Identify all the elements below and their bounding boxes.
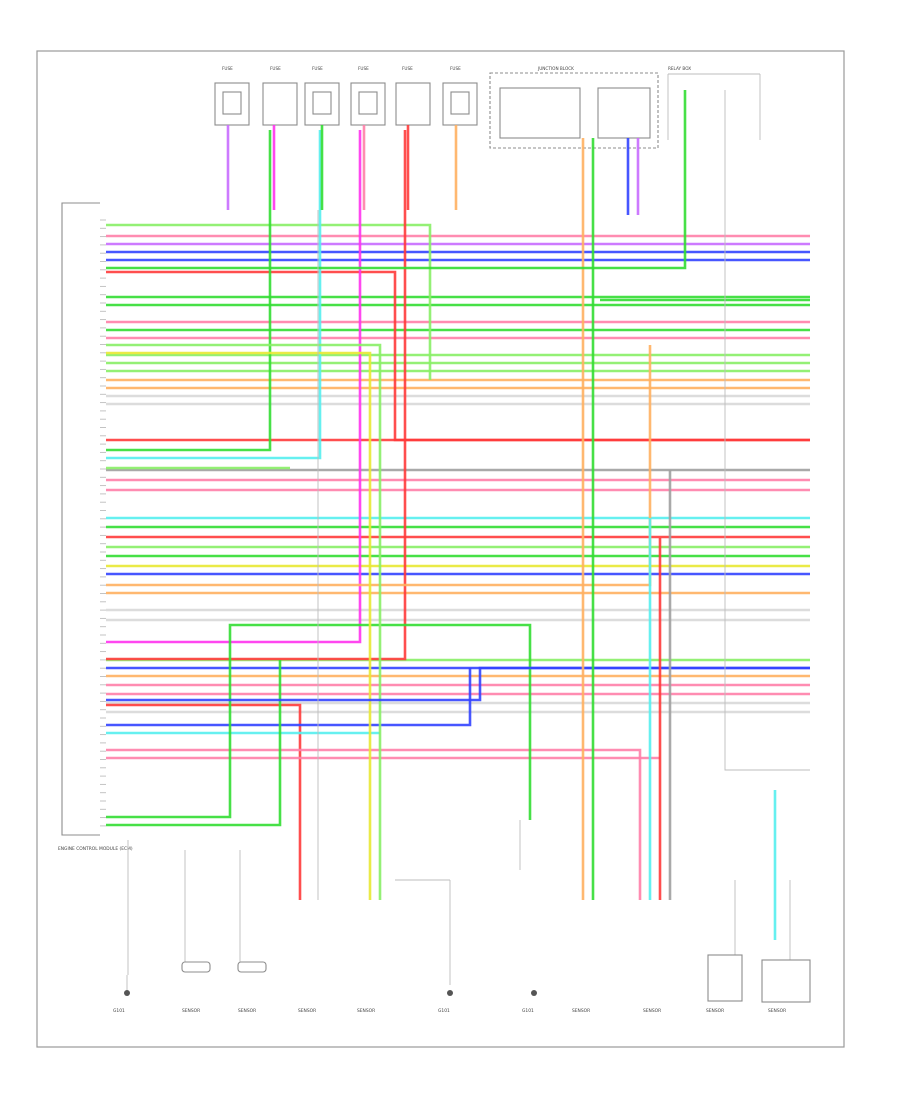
bottom-label-7: G101: [522, 1008, 534, 1014]
bottom-label-4: SENSOR: [298, 1008, 316, 1014]
ground-icon: [447, 990, 453, 996]
wire-lb-top: [106, 130, 322, 460]
sensor-1: SENSOR: [181, 961, 211, 1014]
thin-7: [724, 90, 810, 771]
ground-icon: [124, 990, 130, 996]
wire-blue-3: [106, 666, 810, 702]
bottom-label-10: SENSOR: [706, 1008, 724, 1014]
junction-block-label: JUNCTION BLOCK: [537, 66, 574, 71]
ground-g101-right: G101: [522, 990, 537, 1014]
sensor-4: SENSOR: [357, 1008, 375, 1014]
top-connector-4: FUSE: [350, 66, 386, 126]
sensor-7: SENSOR: [706, 954, 743, 1014]
wire-green-top: [106, 130, 272, 452]
top-connector-6-label: FUSE: [450, 66, 461, 71]
bottom-label-1: G101: [113, 1008, 125, 1014]
ecm-caption: ENGINE CONTROL MODULE (ECM): [58, 846, 133, 852]
diagram-frame: [36, 50, 845, 1048]
junction-block: JUNCTION BLOCK: [489, 66, 659, 149]
top-connector-3-label: FUSE: [312, 66, 323, 71]
ecm-connector: ENGINE CONTROL MODULE (ECM): [58, 202, 133, 852]
wire-y-v: [106, 351, 372, 900]
wire-red-3: [106, 703, 302, 900]
wire-green-c: [106, 660, 282, 827]
ground-icon: [531, 990, 537, 996]
top-connector-3: FUSE: [304, 66, 340, 126]
top-connector-1: FUSE: [214, 66, 250, 126]
bottom-label-8: SENSOR: [572, 1008, 590, 1014]
bottom-label-5: SENSOR: [357, 1008, 375, 1014]
top-connector-4-label: FUSE: [358, 66, 369, 71]
bottom-label-9: SENSOR: [643, 1008, 661, 1014]
top-connector-5-label: FUSE: [402, 66, 413, 71]
top-connector-5: FUSE: [395, 66, 431, 126]
wire-red-2: [106, 130, 407, 661]
wire-pink-b: [106, 748, 642, 900]
wire-layer: [106, 90, 810, 985]
bottom-label-2: SENSOR: [182, 1008, 200, 1014]
top-connector-2: FUSE: [262, 66, 298, 126]
relay-box: RELAY BOX: [667, 66, 761, 140]
wire-green-b: [106, 623, 532, 820]
bottom-label-3: SENSOR: [238, 1008, 256, 1014]
top-connectors: FUSE FUSE FUSE FUSE FUSE FUSE: [214, 66, 478, 126]
top-connector-6: FUSE: [442, 66, 478, 126]
wire-lg-v: [106, 343, 382, 900]
sensor-8: SENSOR: [761, 959, 811, 1014]
bottom-label-6: G101: [438, 1008, 450, 1014]
sensor-2: SENSOR: [237, 961, 267, 1014]
ground-g101-left: G101: [113, 975, 130, 1014]
wire-mag: [106, 130, 362, 644]
wire-v-11: [106, 90, 687, 270]
sensor-5: SENSOR: [572, 1008, 590, 1014]
wire-blue-2: [106, 668, 472, 727]
ecm-pin-list: [100, 219, 106, 827]
sensor-3: SENSOR: [298, 1008, 316, 1014]
top-connector-2-label: FUSE: [270, 66, 281, 71]
sensor-6: SENSOR: [643, 1008, 661, 1014]
ground-g101-mid: G101: [438, 990, 453, 1014]
wire-lg-top: [106, 223, 432, 380]
bottom-label-11: SENSOR: [768, 1008, 786, 1014]
bottom-components: G101 SENSOR SENSOR SENSOR SENSOR G101 G1…: [113, 954, 811, 1014]
relay-box-label: RELAY BOX: [668, 66, 691, 71]
top-connector-1-label: FUSE: [222, 66, 233, 71]
wire-red-main: [106, 270, 810, 442]
